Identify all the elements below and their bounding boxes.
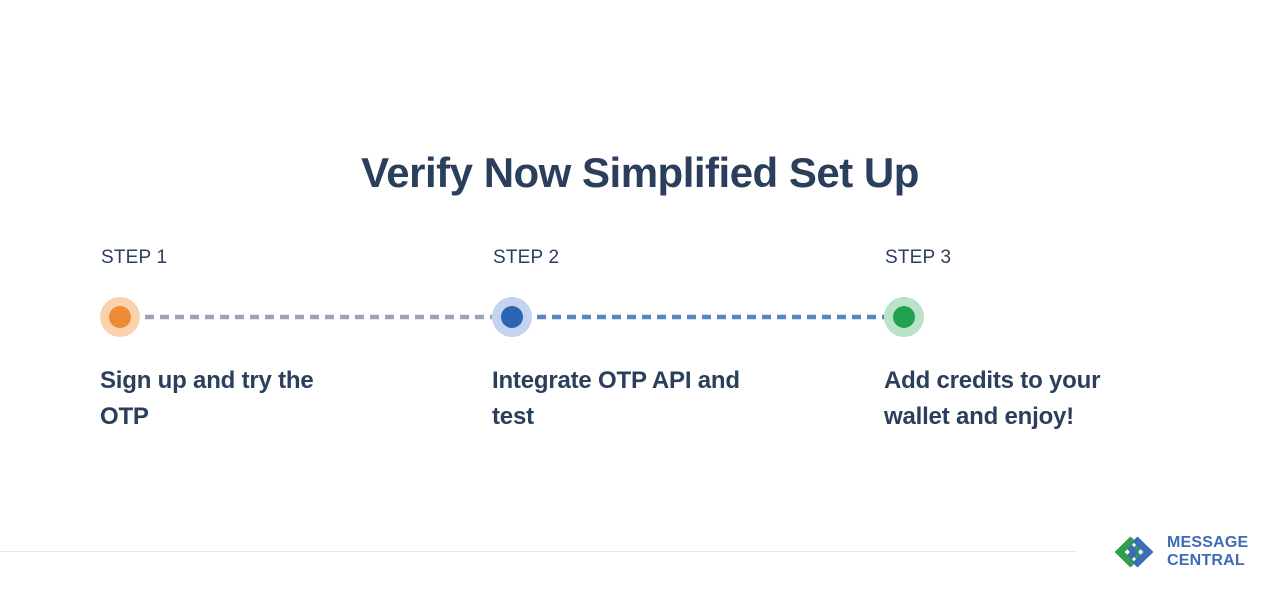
step-marker-halo-1 <box>100 297 140 337</box>
step-marker-row-3 <box>884 297 1280 337</box>
step-connector-1 <box>130 314 502 320</box>
brand-logo-text: MESSAGE CENTRAL <box>1167 534 1248 570</box>
step-description-2-line1: Integrate OTP API and <box>492 367 740 394</box>
message-central-chevrons-icon <box>1114 536 1154 568</box>
footer-divider <box>0 551 1076 552</box>
step-marker-dot-2 <box>501 306 523 328</box>
step-marker-row-1 <box>100 297 502 337</box>
step-description-2-line2: test <box>492 403 534 430</box>
step-marker-dot-3 <box>893 306 915 328</box>
step-marker-halo-2 <box>492 297 532 337</box>
step-label-2: STEP 2 <box>493 247 560 268</box>
step-item-3: STEP 3 <box>884 247 1280 435</box>
step-item-2: STEP 2 Integrate OTP API and test <box>492 247 894 435</box>
brand-logo-line2: CENTRAL <box>1167 552 1245 569</box>
step-description-1-line1: Sign up and try the <box>100 367 314 394</box>
step-description-3-line2: wallet and enjoy! <box>884 403 1074 430</box>
brand-logo-line1: MESSAGE <box>1167 534 1249 552</box>
step-marker-row-2 <box>492 297 894 337</box>
step-label-1: STEP 1 <box>101 247 168 268</box>
page-title: Verify Now Simplified Set Up <box>361 149 919 197</box>
step-description-1: Sign up and try the OTP <box>100 363 400 435</box>
brand-logo: MESSAGE CENTRAL <box>1110 532 1248 572</box>
step-label-3: STEP 3 <box>885 247 952 268</box>
step-marker-dot-1 <box>109 306 131 328</box>
step-description-3: Add credits to your wallet and enjoy! <box>884 363 1184 435</box>
step-description-2: Integrate OTP API and test <box>492 363 792 435</box>
step-connector-2 <box>522 314 894 320</box>
steps-timeline: STEP 1 Sign up and try the OTP STEP 2 <box>0 248 1280 448</box>
step-description-1-line2: OTP <box>100 403 149 430</box>
step-item-1: STEP 1 Sign up and try the OTP <box>100 247 502 435</box>
step-connector-3 <box>914 314 1280 320</box>
step-marker-halo-3 <box>884 297 924 337</box>
step-description-3-line1: Add credits to your <box>884 367 1101 394</box>
